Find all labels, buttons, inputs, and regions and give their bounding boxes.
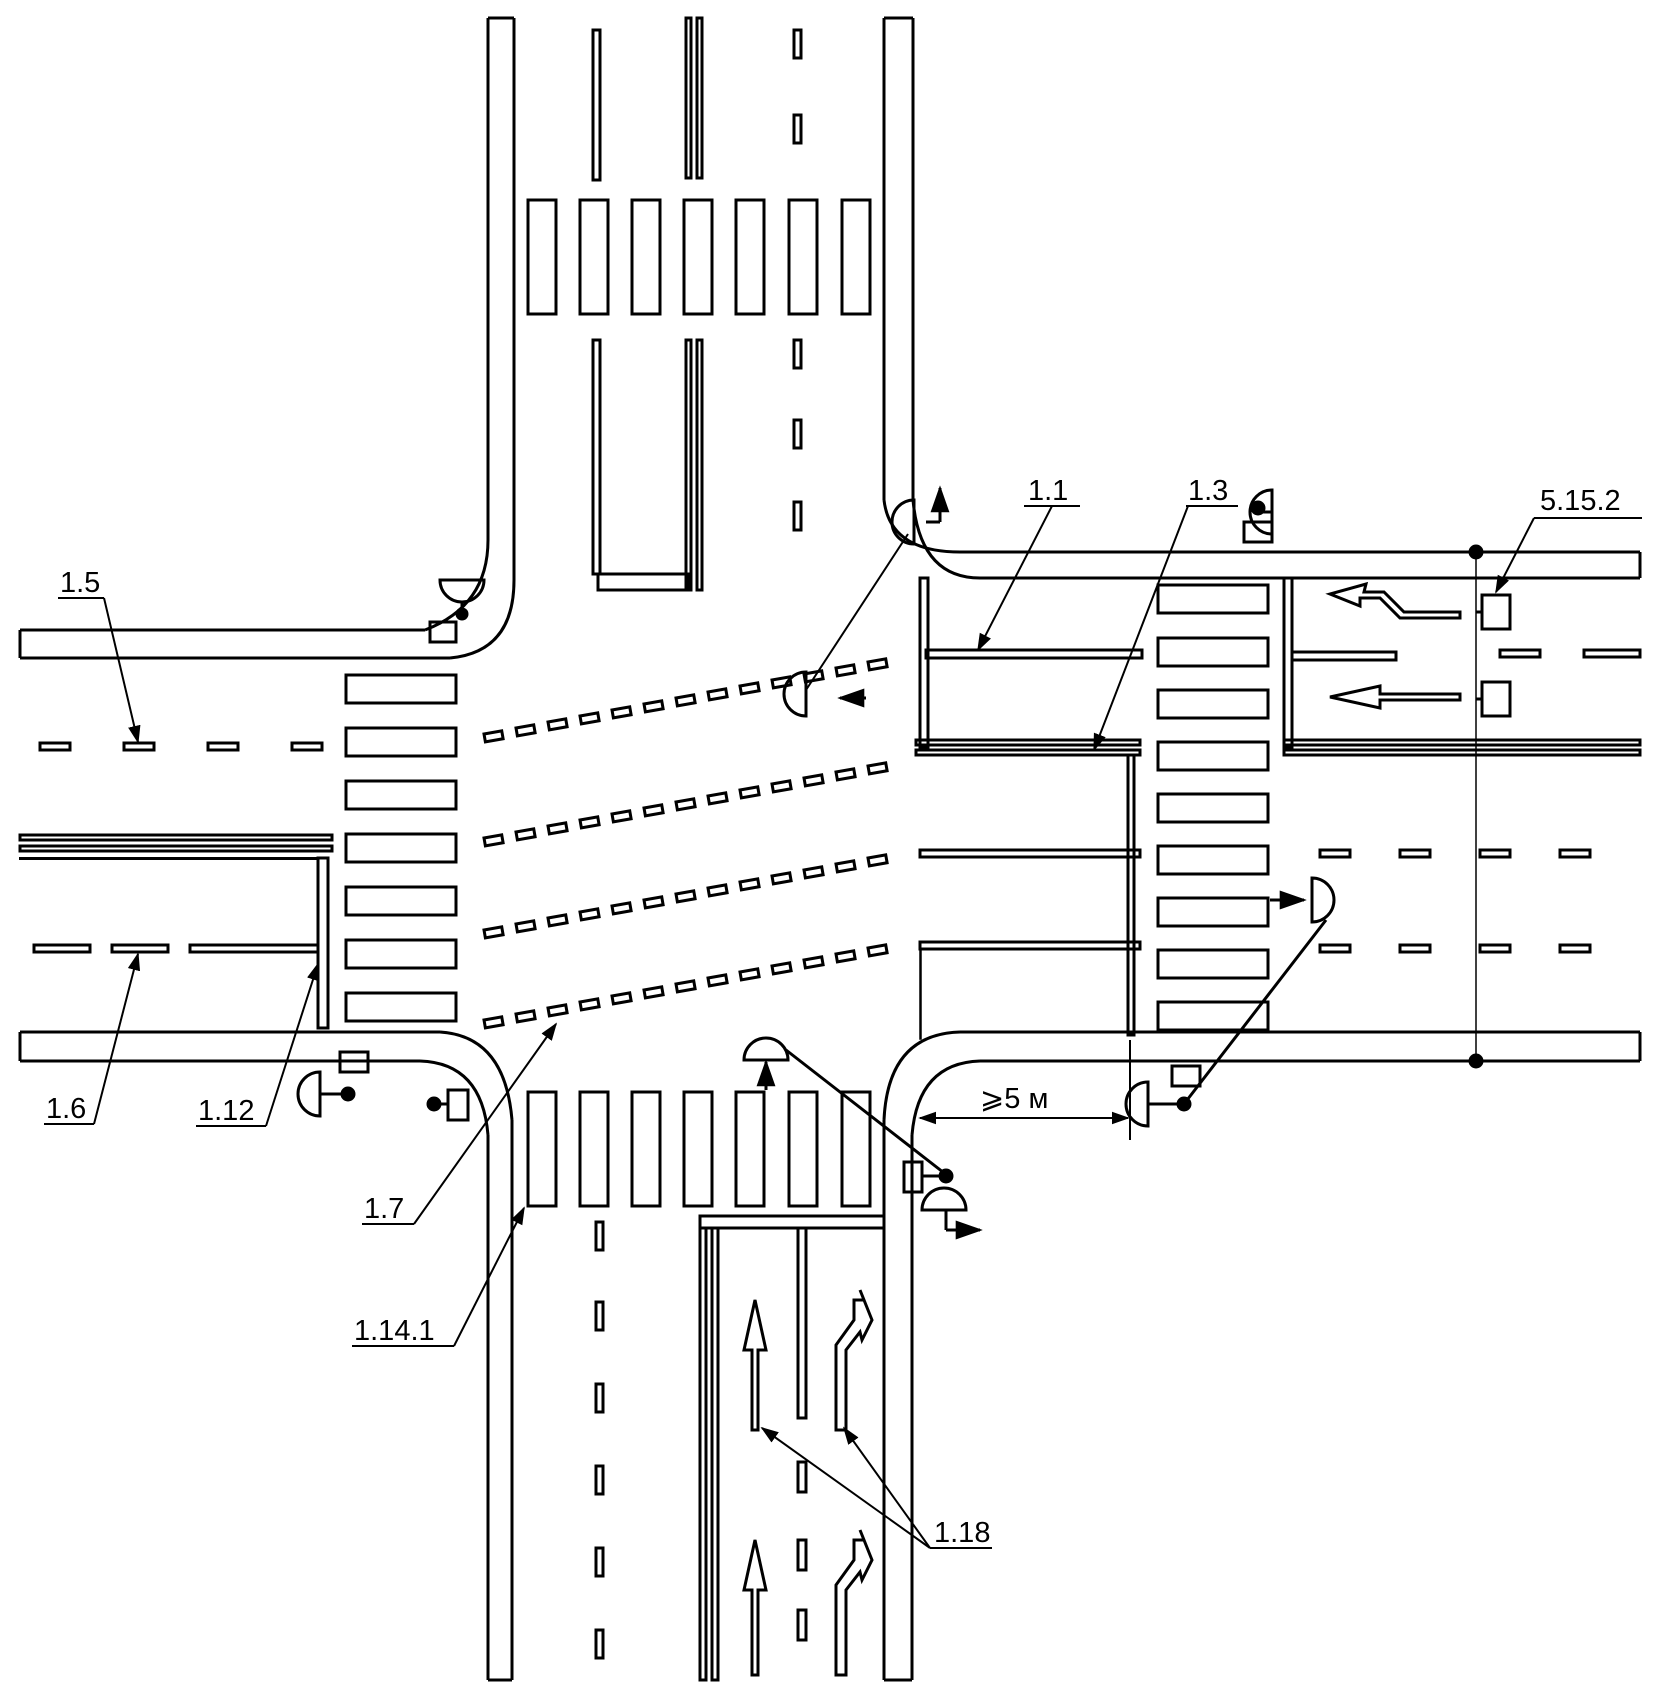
traffic-light-icon xyxy=(902,1160,983,1240)
road-sign-5-15-2-icon xyxy=(1476,593,1512,718)
left-turn-arrow-icon xyxy=(1325,581,1462,620)
traffic-light-icon xyxy=(296,1050,370,1118)
east-crosswalk xyxy=(1156,583,1270,1032)
traffic-light-icon xyxy=(742,1036,949,1178)
direction-arrows-south xyxy=(742,1289,874,1677)
guide-line xyxy=(482,657,889,744)
distance-dimension: ⩾5 м xyxy=(918,1040,1131,1140)
direction-arrows-east xyxy=(1325,581,1462,710)
west-crosswalk xyxy=(344,673,458,1023)
north-crosswalk xyxy=(526,198,872,316)
south-crosswalk xyxy=(526,1090,872,1208)
label-1-5: 1.5 xyxy=(60,567,100,599)
north-broken-line xyxy=(792,28,803,532)
label-1-3: 1.3 xyxy=(1188,475,1228,507)
guide-line xyxy=(482,853,889,940)
west-road-edges xyxy=(18,628,450,1063)
traffic-light-icon xyxy=(426,1088,470,1122)
traffic-light-icon xyxy=(890,485,950,546)
straight-right-arrow-icon xyxy=(834,1289,874,1432)
traffic-light-icon xyxy=(428,578,486,644)
east-broken-line-upper xyxy=(1498,648,1642,659)
label-1-12: 1.12 xyxy=(198,1095,254,1127)
road-edges xyxy=(18,16,1642,1682)
label-1-1: 1.1 xyxy=(1028,475,1068,507)
straight-arrow-icon xyxy=(742,1299,768,1432)
label-1-7: 1.7 xyxy=(364,1193,404,1225)
north-road-edges xyxy=(424,16,981,660)
east-road-edges xyxy=(960,550,1642,1063)
callout-labels: 1.1 1.3 5.15.2 1.5 1.6 1.12 1.7 1.14.1 1… xyxy=(46,475,1621,1549)
traffic-light-icon xyxy=(1270,876,1336,924)
guide-line xyxy=(482,761,889,848)
guide-lines-1-7 xyxy=(482,657,889,1030)
label-1-18: 1.18 xyxy=(934,1517,990,1549)
traffic-light-icon xyxy=(782,670,866,718)
traffic-light-icon xyxy=(1242,488,1274,544)
west-broken-line-1-5 xyxy=(38,741,324,752)
west-approach-line-1-6 xyxy=(32,943,320,954)
guide-line xyxy=(482,943,889,1030)
east-approach-markings xyxy=(914,544,1642,1069)
north-approach-markings xyxy=(591,16,803,592)
east-broken-line-lower xyxy=(1318,943,1592,954)
label-1-14-1: 1.14.1 xyxy=(354,1315,435,1347)
south-approach-markings xyxy=(594,1214,886,1682)
east-broken-line-middle xyxy=(1318,848,1592,859)
straight-arrow-icon xyxy=(1329,684,1462,710)
traffic-light-icon xyxy=(1124,919,1328,1128)
west-approach-markings xyxy=(18,741,334,1030)
south-broken-line xyxy=(594,1220,605,1660)
traffic-signals xyxy=(296,485,1512,1240)
label-1-6: 1.6 xyxy=(46,1093,86,1125)
straight-right-arrow-icon xyxy=(834,1529,874,1677)
dimension-label: ⩾5 м xyxy=(980,1083,1048,1115)
straight-arrow-icon xyxy=(742,1539,768,1677)
label-5-15-2: 5.15.2 xyxy=(1540,485,1621,517)
callout-leaders xyxy=(44,505,1642,1549)
